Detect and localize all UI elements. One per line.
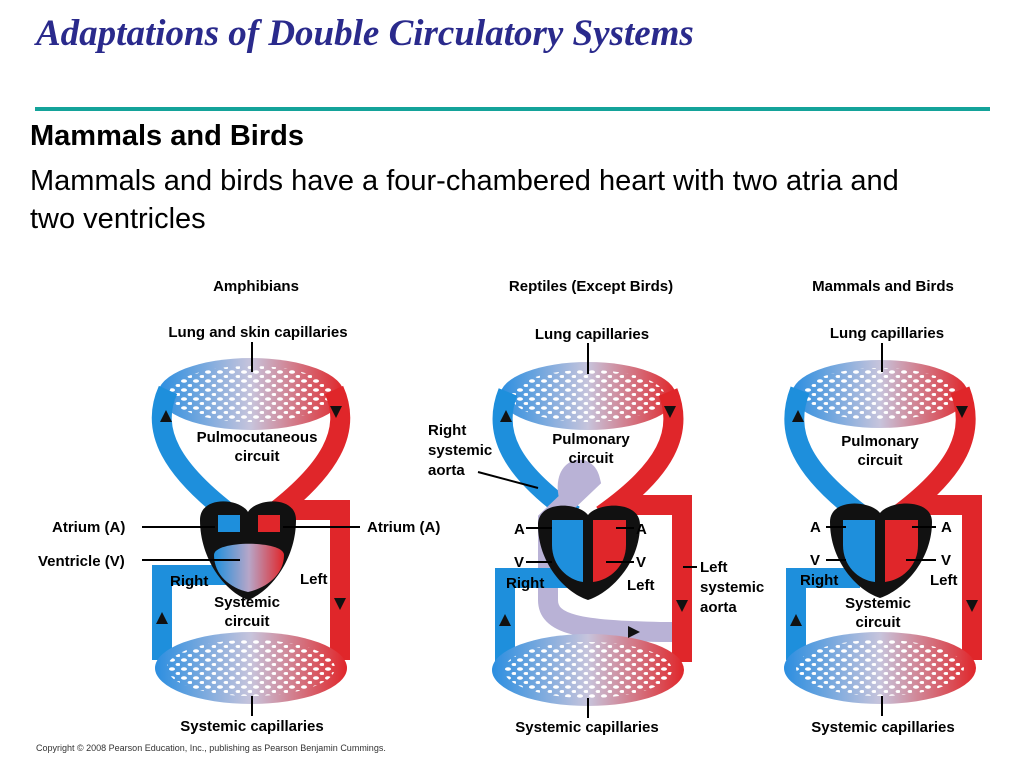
amphibian-systemic-capillary-bed <box>155 632 347 704</box>
copyright-notice: Copyright © 2008 Pearson Education, Inc.… <box>36 743 386 753</box>
amphibians-ventricle-label: Ventricle (V) <box>38 553 125 570</box>
reptiles-right-aorta-label-3: aorta <box>428 462 465 479</box>
section-heading: Mammals and Birds <box>30 120 304 152</box>
amphibians-right-label: Right <box>170 573 208 590</box>
amphibians-atrium-left-label: Atrium (A) <box>52 519 125 536</box>
reptile-systemic-capillary-bed <box>492 634 684 706</box>
reptiles-left-label: Left <box>627 577 655 594</box>
reptile-heart <box>538 505 640 600</box>
mammal-systemic-capillary-bed <box>784 632 976 704</box>
amphibian-heart <box>200 501 296 600</box>
body-text: Mammals and birds have a four-chambered … <box>30 165 899 235</box>
reptiles-left-aorta-label-2: systemic <box>700 579 764 596</box>
reptiles-pulmonary-label: Pulmonary <box>552 431 630 448</box>
reptiles-ventricle-left-label: V <box>514 554 524 571</box>
reptiles-right-aorta-label-2: systemic <box>428 442 492 459</box>
reptiles-ventricle-right-label: V <box>636 554 646 571</box>
reptiles-atrium-right-label: A <box>636 521 647 538</box>
slide-title: Adaptations of Double Circulatory System… <box>36 13 694 54</box>
mammals-right-label: Right <box>800 572 838 589</box>
amphibians-atrium-right-label: Atrium (A) <box>367 519 440 536</box>
reptiles-header: Reptiles (Except Birds) <box>509 278 673 295</box>
amphibians-pulmocutaneous-circuit-label: circuit <box>234 448 279 465</box>
mammal-heart <box>830 503 932 598</box>
mammals-header: Mammals and Birds <box>812 278 954 295</box>
mammal-lung-capillary-bed <box>792 360 968 428</box>
mammals-systemic-capillaries-label: Systemic capillaries <box>811 719 954 736</box>
reptiles-right-aorta-label-1: Right <box>428 422 466 439</box>
reptile-diagram: Reptiles (Except Birds) Lung capillaries… <box>428 278 764 736</box>
amphibians-left-label: Left <box>300 571 328 588</box>
mammals-systemic-label: Systemic <box>845 595 911 612</box>
amphibians-systemic-circuit-label: circuit <box>224 613 269 630</box>
mammals-ventricle-left-label: V <box>810 552 820 569</box>
mammals-pulmonary-label: Pulmonary <box>841 433 919 450</box>
amphibians-lung-skin-capillaries-label: Lung and skin capillaries <box>168 324 347 341</box>
amphibians-systemic-label: Systemic <box>214 594 280 611</box>
amphibians-pulmocutaneous-label: Pulmocutaneous <box>197 429 318 446</box>
mammals-lung-capillaries-label: Lung capillaries <box>830 325 944 342</box>
mammals-pulmonary-circuit-label: circuit <box>857 452 902 469</box>
reptiles-pulmonary-circuit-label: circuit <box>568 450 613 467</box>
reptiles-right-label: Right <box>506 575 544 592</box>
reptiles-atrium-left-label: A <box>514 521 525 538</box>
mammals-ventricle-right-label: V <box>941 552 951 569</box>
amphibians-header: Amphibians <box>213 278 299 295</box>
amphibians-systemic-capillaries-label: Systemic capillaries <box>180 718 323 735</box>
title-divider <box>35 107 990 111</box>
reptiles-lung-capillaries-label: Lung capillaries <box>535 326 649 343</box>
amphibian-lung-capillary-bed <box>158 358 344 430</box>
amphibian-diagram: Amphibians Lung and skin capillaries Pul… <box>38 278 440 735</box>
reptile-lung-capillary-bed <box>500 362 676 430</box>
reptiles-left-aorta-label-1: Left <box>700 559 728 576</box>
mammal-diagram: Mammals and Birds Lung capillaries Pulmo… <box>784 278 982 736</box>
mammals-left-label: Left <box>930 572 958 589</box>
mammals-systemic-circuit-label: circuit <box>855 614 900 631</box>
reptiles-left-aorta-label-3: aorta <box>700 599 737 616</box>
reptiles-systemic-capillaries-label: Systemic capillaries <box>515 719 658 736</box>
mammals-atrium-left-label: A <box>810 519 821 536</box>
mammals-atrium-right-label: A <box>941 519 952 536</box>
